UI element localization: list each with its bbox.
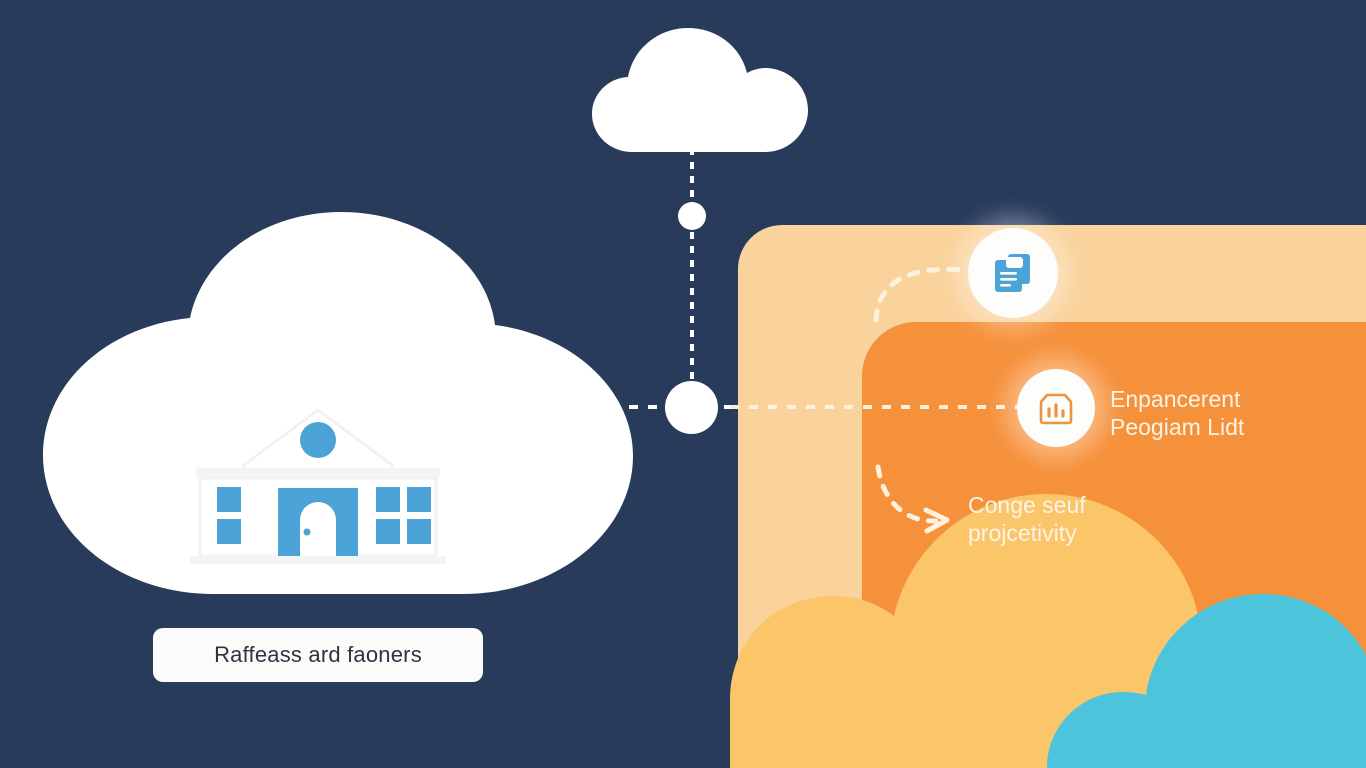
documents-icon-badge[interactable] <box>968 228 1058 318</box>
dashed-arc-connector <box>873 266 965 323</box>
documents-icon <box>995 254 1030 292</box>
program-icon-badge[interactable] <box>1017 369 1095 447</box>
callout-label-line2: projcetivity <box>968 520 1077 547</box>
dashed-arrow-connector <box>875 464 939 524</box>
dotted-vertical-connector <box>690 148 694 410</box>
institution-label-pill[interactable]: Raffeass ard faoners <box>153 628 483 682</box>
program-label-line2: Peogiam Lidt <box>1110 414 1245 441</box>
callout-label-line1: Conge seuf <box>968 492 1086 518</box>
dotted-horizontal-connector-right <box>730 405 1020 409</box>
connector-node-large <box>665 381 718 434</box>
connector-node-small <box>678 202 706 230</box>
dashed-arrow-head <box>923 507 950 534</box>
program-label-line1: Enpancerent <box>1110 386 1241 412</box>
institution-cloud <box>43 212 633 594</box>
callout-label: Conge seuf projcetivity <box>968 491 1178 547</box>
institution-label-text: Raffeass ard faoners <box>214 642 422 667</box>
decorative-cyan-cloud <box>1047 594 1366 768</box>
program-label: Enpancerent Peogiam Lidt <box>1110 385 1350 441</box>
bar-chart-box-icon <box>1039 393 1073 425</box>
cloud-icon <box>592 28 808 152</box>
